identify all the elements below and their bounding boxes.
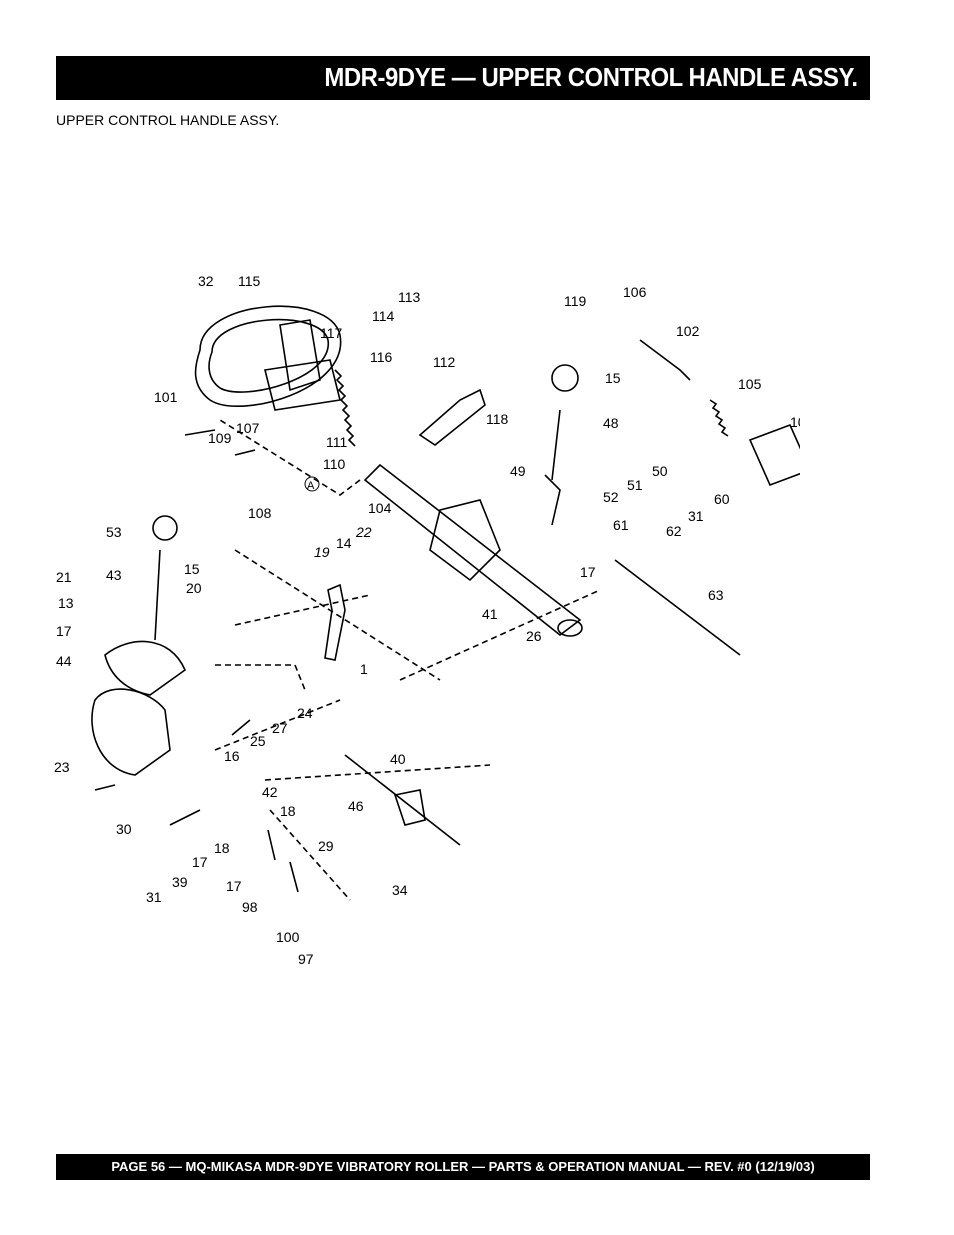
callout-39: 31 bbox=[146, 889, 162, 905]
footer-bar: PAGE 56 — MQ-MIKASA MDR-9DYE VIBRATORY R… bbox=[56, 1154, 870, 1180]
callout-15-left: 53 bbox=[106, 524, 122, 540]
callout-103: 103 bbox=[790, 414, 800, 430]
callout-97: 100 bbox=[276, 929, 300, 945]
callout-17-upper: 31 bbox=[688, 508, 704, 524]
footer-text: PAGE 56 — MQ-MIKASA MDR-9DYE VIBRATORY R… bbox=[111, 1159, 815, 1174]
parts-diagram: 32 115 113 114 117 116 112 119 106 102 1… bbox=[40, 250, 814, 980]
callout-31-upper: 62 bbox=[666, 523, 682, 539]
callout-20: 15 bbox=[184, 561, 200, 577]
callout-13: 43 bbox=[106, 567, 122, 583]
callout-100: 98 bbox=[242, 899, 258, 915]
callout-116: 116 bbox=[370, 349, 393, 365]
callout-34: 29 bbox=[318, 838, 334, 854]
callout-102: 102 bbox=[676, 323, 700, 339]
section-subtitle: UPPER CONTROL HANDLE ASSY. bbox=[56, 112, 280, 128]
callout-63: 17 bbox=[580, 564, 596, 580]
header-bar: MDR-9DYE — UPPER CONTROL HANDLE ASSY. bbox=[56, 56, 870, 100]
callout-24: 27 bbox=[272, 720, 288, 736]
callout-29: 18 bbox=[214, 840, 230, 856]
callout-18-lower: 17 bbox=[192, 854, 208, 870]
callout-27: 25 bbox=[250, 733, 266, 749]
callout-17-left: 13 bbox=[58, 595, 74, 611]
callout-30: 40 bbox=[390, 751, 406, 767]
callout-22: 14 bbox=[336, 535, 352, 551]
exploded-view-drawing: 32 115 113 114 117 116 112 119 106 102 1… bbox=[54, 273, 814, 967]
callout-26: 41 bbox=[482, 606, 498, 622]
detail-marker-circle bbox=[304, 476, 320, 492]
callout-16: 1 bbox=[360, 661, 368, 677]
callout-118: 118 bbox=[486, 411, 509, 427]
callout-1: 26 bbox=[526, 628, 542, 644]
callout-112: 112 bbox=[433, 354, 456, 370]
detail-marker-label: A bbox=[307, 480, 315, 492]
callout-50: 50 bbox=[652, 463, 668, 479]
callout-101: 101 bbox=[154, 389, 178, 405]
callout-109: 109 bbox=[208, 430, 232, 446]
callout-115: 115 bbox=[238, 273, 261, 289]
callout-110-right: 110 bbox=[323, 456, 346, 472]
callout-106: 106 bbox=[623, 284, 647, 300]
page-title: MDR-9DYE — UPPER CONTROL HANDLE ASSY. bbox=[324, 62, 859, 92]
callout-52: 52 bbox=[603, 489, 619, 505]
callout-119: 119 bbox=[564, 293, 587, 309]
callout-104: 104 bbox=[368, 500, 392, 516]
callout-32: 32 bbox=[198, 273, 214, 289]
callout-43: 21 bbox=[56, 569, 72, 585]
callout-46: 18 bbox=[280, 803, 296, 819]
callout-53: 63 bbox=[708, 587, 724, 603]
handle-loop-drawing bbox=[194, 305, 342, 407]
callout-31-lower: 46 bbox=[348, 798, 364, 814]
callout-51: 51 bbox=[627, 477, 643, 493]
callout-107: 107 bbox=[236, 420, 260, 436]
callout-108: 108 bbox=[248, 505, 272, 521]
callout-14: 19 bbox=[314, 544, 330, 560]
callout-113: 113 bbox=[398, 289, 421, 305]
callout-49: 49 bbox=[510, 463, 526, 479]
callout-25: 16 bbox=[224, 748, 240, 764]
callout-98: 17 bbox=[226, 878, 242, 894]
callout-48: 48 bbox=[603, 415, 619, 431]
callout-23: 24 bbox=[297, 705, 313, 721]
callout-40: 23 bbox=[54, 759, 70, 775]
callout-117: 117 bbox=[320, 325, 343, 341]
callout-114: 114 bbox=[372, 308, 395, 324]
callout-111-upper: 111 bbox=[326, 434, 347, 450]
callout-41: 44 bbox=[56, 653, 72, 669]
callout-19: 20 bbox=[186, 580, 202, 596]
callout-61: 61 bbox=[613, 517, 629, 533]
callout-21: 22 bbox=[355, 524, 372, 540]
callout-18-upper: 42 bbox=[262, 784, 278, 800]
callout-15-right: 15 bbox=[605, 370, 621, 386]
callout-60: 60 bbox=[714, 491, 730, 507]
callout-105: 105 bbox=[738, 376, 762, 392]
callout-42: 30 bbox=[116, 821, 132, 837]
callout-99: 97 bbox=[298, 951, 314, 967]
callout-17-bottom-left: 39 bbox=[172, 874, 188, 890]
callout-44: 17 bbox=[56, 623, 72, 639]
callout-17-bottom-right: 34 bbox=[392, 882, 408, 898]
